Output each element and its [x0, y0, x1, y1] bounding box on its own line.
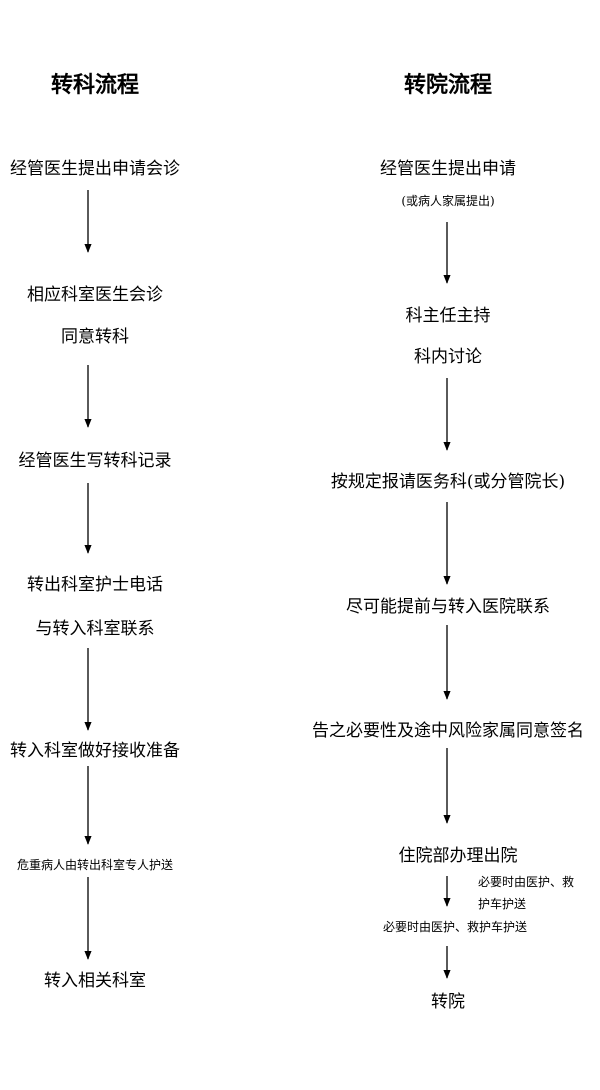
left-step-7: 转入相关科室 [44, 971, 146, 991]
left-step-4b: 与转入科室联系 [35, 619, 155, 639]
right-step-2b: 科内讨论 [414, 347, 482, 367]
right-step-1a: 经管医生提出申请 [380, 159, 516, 179]
right-side-note-line2: 护车护送 [478, 897, 527, 911]
left-step-5: 转入科室做好接收准备 [10, 741, 180, 761]
right-step-2a: 科主任主持 [405, 306, 491, 326]
right-side-note: 必要时由医护、救 护车护送 [478, 871, 574, 915]
left-step-2b: 同意转科 [61, 327, 129, 347]
right-flow-title: 转院流程 [403, 73, 493, 98]
right-step-3: 按规定报请医务科(或分管院长) [330, 472, 566, 492]
right-step-8: 转院 [431, 992, 465, 1012]
left-step-4a: 转出科室护士电话 [27, 575, 163, 595]
right-step-1b: (或病人家属提出) [401, 194, 495, 208]
right-step-4: 尽可能提前与转入医院联系 [346, 597, 550, 617]
right-step-6: 住院部办理出院 [398, 846, 518, 866]
left-step-2a: 相应科室医生会诊 [27, 285, 163, 305]
right-side-note-line1: 必要时由医护、救 [478, 875, 575, 889]
right-step-5: 告之必要性及途中风险家属同意签名 [312, 721, 584, 741]
right-step-7: 必要时由医护、救护车护送 [382, 920, 528, 934]
left-flow-title: 转科流程 [50, 73, 140, 98]
left-step-3: 经管医生写转科记录 [18, 451, 172, 471]
left-step-1: 经管医生提出申请会诊 [10, 159, 180, 179]
left-step-6: 危重病人由转出科室专人护送 [16, 858, 174, 872]
